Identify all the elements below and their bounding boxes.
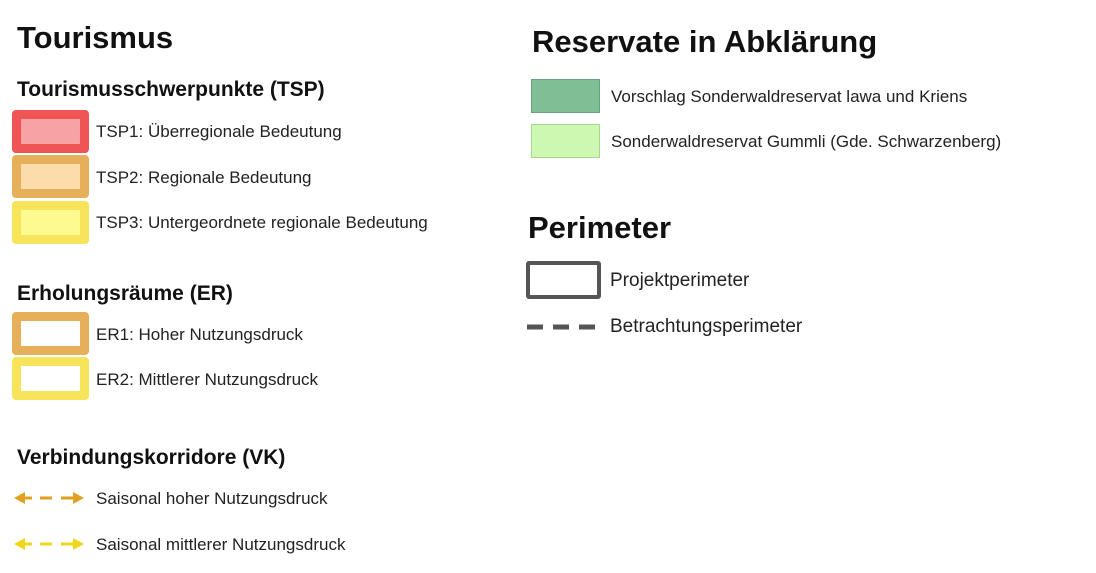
tsp-heading: Tourismusschwerpunkte (TSP) bbox=[17, 78, 325, 101]
projektperimeter-label: Projektperimeter bbox=[610, 270, 750, 291]
perimeter-title: Perimeter bbox=[528, 210, 672, 245]
tsp2-label: TSP2: Regionale Bedeutung bbox=[96, 168, 312, 187]
er1-swatch bbox=[12, 312, 89, 355]
tsp3-label: TSP3: Untergeordnete regionale Bedeutung bbox=[96, 213, 428, 232]
tourismus-title: Tourismus bbox=[17, 20, 174, 55]
er-heading: Erholungsräume (ER) bbox=[17, 282, 233, 305]
tsp1-label: TSP1: Überregionale Bedeutung bbox=[96, 122, 342, 141]
er2-label: ER2: Mittlerer Nutzungsdruck bbox=[96, 370, 319, 389]
reservat-gummli-label: Sonderwaldreservat Gummli (Gde. Schwarze… bbox=[611, 132, 1002, 151]
vk-heading: Verbindungskorridore (VK) bbox=[17, 446, 286, 469]
tsp3-swatch bbox=[12, 201, 89, 244]
er2-swatch bbox=[12, 357, 89, 400]
reservat-gummli-swatch bbox=[531, 124, 600, 158]
vk-medium-arrow-symbol bbox=[14, 538, 84, 550]
reservat-lawa-kriens-label: Vorschlag Sonderwaldreservat lawa und Kr… bbox=[611, 87, 968, 106]
betrachtungsperimeter-dashed-line-symbol bbox=[527, 324, 601, 330]
vk-high-label: Saisonal hoher Nutzungsdruck bbox=[96, 489, 328, 508]
projektperimeter-swatch bbox=[526, 261, 601, 299]
tsp1-swatch bbox=[12, 110, 89, 153]
vk-high-arrow-symbol bbox=[14, 492, 84, 504]
reservat-lawa-kriens-swatch bbox=[531, 79, 600, 113]
vk-medium-label: Saisonal mittlerer Nutzungsdruck bbox=[96, 535, 346, 554]
er1-label: ER1: Hoher Nutzungsdruck bbox=[96, 325, 303, 344]
reservate-title: Reservate in Abklärung bbox=[532, 24, 878, 59]
betrachtungsperimeter-label: Betrachtungsperimeter bbox=[610, 316, 803, 337]
tsp2-swatch bbox=[12, 155, 89, 198]
